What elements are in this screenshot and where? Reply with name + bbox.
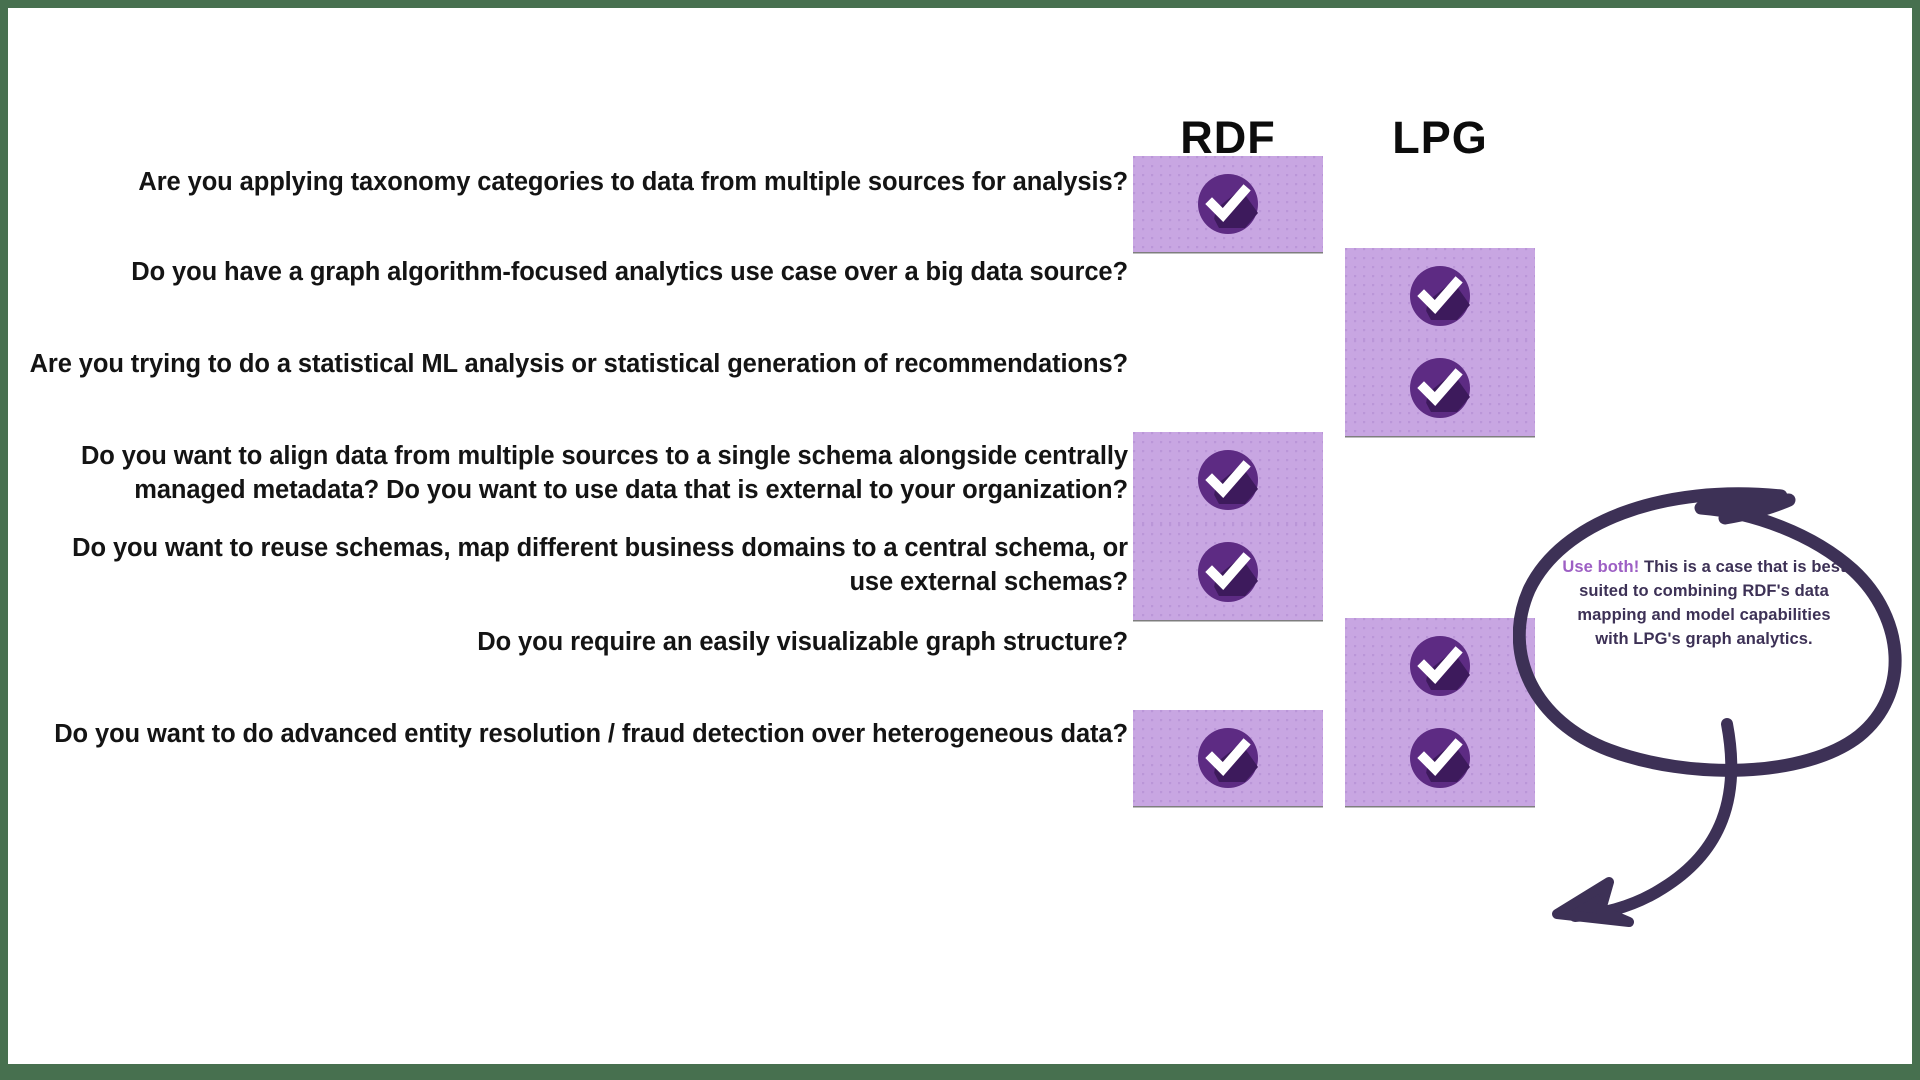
check-cell-lpg (1345, 710, 1535, 806)
check-circle-icon (1195, 539, 1261, 605)
row-question: Do you require an easily visualizable gr… (477, 628, 1128, 656)
check-cell-lpg (1345, 340, 1535, 436)
decision-row: Do you want to do advanced entity resolu… (8, 710, 1912, 806)
row-question: Do you want to reuse schemas, map differ… (72, 534, 1128, 596)
infographic-canvas: RDF LPG Are you applying taxonomy catego… (8, 8, 1912, 1064)
check-cell-rdf (1133, 710, 1323, 806)
decision-row: Do you have a graph algorithm-focused an… (8, 248, 1912, 344)
row-question: Are you applying taxonomy categories to … (138, 168, 1128, 196)
column-header-lpg: LPG (1392, 112, 1488, 163)
check-circle-icon (1195, 171, 1261, 237)
row-question: Do you have a graph algorithm-focused an… (131, 258, 1128, 286)
decision-row: Are you applying taxonomy categories to … (8, 156, 1912, 252)
annotation-lead: Use both! (1562, 558, 1640, 576)
annotation-body: This is a case that is best suited to co… (1577, 558, 1846, 648)
check-circle-icon (1195, 447, 1261, 513)
decision-row: Are you trying to do a statistical ML an… (8, 340, 1912, 436)
decision-row: Do you require an easily visualizable gr… (8, 618, 1912, 714)
row-question: Do you want to do advanced entity resolu… (54, 720, 1128, 748)
check-cell-rdf (1133, 524, 1323, 620)
check-cell-rdf (1133, 156, 1323, 252)
check-circle-icon (1195, 725, 1261, 791)
check-circle-icon (1407, 633, 1473, 699)
check-cell-lpg (1345, 248, 1535, 344)
row-question: Are you trying to do a statistical ML an… (29, 350, 1129, 378)
check-cell-rdf (1133, 432, 1323, 528)
check-circle-icon (1407, 355, 1473, 421)
check-circle-icon (1407, 263, 1473, 329)
row-question: Do you want to align data from multiple … (80, 442, 1128, 504)
decision-row: Do you want to reuse schemas, map differ… (8, 524, 1912, 620)
annotation-text: Use both! This is a case that is best su… (1559, 556, 1849, 652)
column-header-rdf: RDF (1180, 112, 1276, 163)
check-cell-lpg (1345, 618, 1535, 714)
check-circle-icon (1407, 725, 1473, 791)
decision-row: Do you want to align data from multiple … (8, 432, 1912, 528)
